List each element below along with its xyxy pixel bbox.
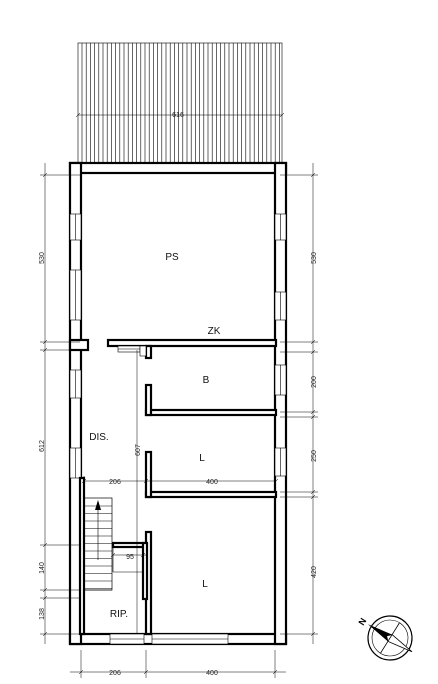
windows [69, 213, 287, 645]
dim-corridor-length: 607 [135, 444, 142, 456]
svg-text:N: N [357, 616, 369, 627]
wc-outline [112, 547, 143, 573]
interior-walls [68, 338, 278, 636]
room-label-dis: DIS. [89, 432, 108, 443]
exterior-walls [68, 161, 288, 646]
dim-left-stair: 140 [39, 562, 46, 574]
dimension-lines [40, 112, 318, 678]
dim-bottom-right: 400 [206, 670, 218, 677]
dim-terrace-width: 616 [172, 112, 184, 119]
room-label-ps: PS [165, 252, 179, 263]
dim-wc-width: 95 [126, 554, 134, 561]
dim-room-width: 400 [206, 479, 218, 486]
dim-bottom-left: 206 [109, 670, 121, 677]
dim-left-rip: 138 [39, 608, 46, 620]
dim-right-lower: 420 [311, 566, 318, 578]
dim-left-top: 530 [39, 252, 46, 264]
door-frames [117, 345, 147, 357]
room-label-b: B [203, 375, 210, 386]
dim-right-l: 250 [311, 450, 318, 462]
dim-right-b: 200 [311, 376, 318, 388]
room-label-l-lower: L [202, 579, 208, 590]
dim-stair-width: 206 [109, 479, 121, 486]
dim-left-middle: 612 [39, 440, 46, 452]
room-label-zk: ZK [208, 326, 221, 337]
room-label-l-upper: L [199, 453, 205, 464]
compass-icon: N [357, 615, 413, 661]
terrace-hatching [77, 42, 283, 164]
room-label-rip: RIP. [110, 609, 128, 620]
dim-right-top: 530 [311, 252, 318, 264]
staircase [83, 497, 113, 591]
